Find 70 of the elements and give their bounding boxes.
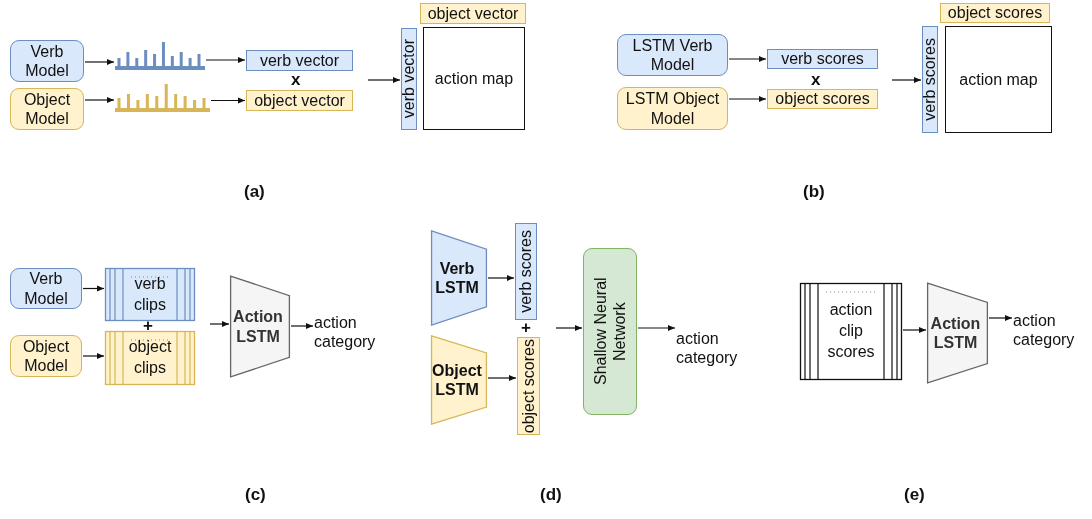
arrow: [487, 375, 517, 381]
arrow: [82, 285, 105, 292]
arrow: [209, 321, 230, 327]
operator-symbol: +: [143, 316, 153, 336]
action-map-box: [945, 26, 1052, 133]
node-label: Object Model: [22, 89, 72, 129]
node-label: verb scores: [920, 38, 940, 121]
output-label: action category: [314, 312, 377, 352]
node-label: object scores: [775, 89, 870, 109]
arrow: [84, 59, 115, 65]
panel-label: (e): [904, 485, 925, 505]
model-box: [10, 40, 84, 82]
arrow: [367, 77, 401, 83]
operator-symbol: x: [291, 70, 301, 90]
arrow: [728, 96, 767, 102]
node-label: Verb Model: [24, 41, 70, 81]
action-map-box: [423, 27, 525, 130]
model-box: [617, 87, 728, 130]
arrow: [555, 325, 583, 331]
node-label: LSTM Verb Model: [631, 35, 714, 75]
arrow: [988, 315, 1013, 321]
node-label: verb vector: [399, 39, 419, 119]
arrow: [487, 275, 515, 281]
model-box: [10, 268, 82, 309]
arrow: [205, 57, 246, 63]
arrow: [891, 77, 922, 83]
node-label: Verb LSTM: [434, 258, 480, 298]
node-label: object vector: [254, 90, 345, 111]
arrow: [290, 323, 314, 329]
node-label: verb scores: [516, 230, 536, 313]
node-label: object scores: [947, 3, 1043, 23]
node-label: Shallow Neural Network: [590, 276, 629, 388]
node-label: object clips: [127, 337, 173, 378]
arrow: [728, 56, 767, 62]
node-label: action map: [959, 69, 1038, 90]
node-label: object vector: [427, 3, 519, 24]
node-label: verb clips: [133, 273, 167, 315]
output-label: action category: [676, 328, 739, 368]
node-label: Action LSTM: [929, 313, 982, 353]
model-box: [10, 335, 82, 377]
panel-label: (a): [244, 182, 265, 202]
operator-symbol: x: [811, 70, 821, 90]
score-box: [767, 49, 878, 69]
node-label: action map: [434, 68, 514, 89]
node-label: verb scores: [781, 49, 864, 69]
score-box: [922, 26, 938, 133]
arrow: [902, 327, 927, 333]
node-label: object scores: [518, 338, 538, 434]
panel-label: (b): [803, 182, 825, 202]
node-label: action clip scores: [826, 300, 876, 362]
panel-label: (d): [540, 485, 562, 505]
score-box: [401, 28, 417, 130]
network-box: [583, 248, 637, 415]
arrow: [82, 353, 105, 359]
arrow: [637, 325, 676, 331]
operator-symbol: +: [521, 318, 531, 338]
arrow: [84, 97, 115, 103]
node-label: verb vector: [259, 50, 340, 71]
model-box: [10, 88, 84, 130]
score-box: [515, 223, 537, 320]
node-label: Object Model: [21, 336, 71, 376]
score-box: [246, 50, 353, 71]
node-label: Object LSTM: [431, 360, 483, 400]
node-label: LSTM Object Model: [624, 89, 721, 128]
node-label: Action LSTM: [232, 307, 284, 346]
node-label: Verb Model: [23, 269, 69, 308]
output-label: action category: [1013, 310, 1076, 350]
panel-label: (c): [245, 485, 266, 505]
arrow: [210, 97, 246, 104]
model-box: [617, 34, 728, 76]
